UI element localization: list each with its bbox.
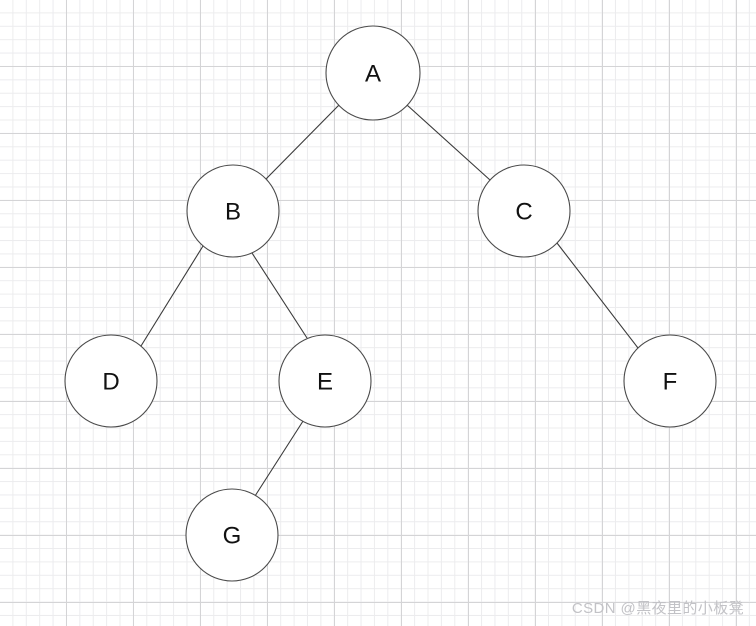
tree-edge-a-b <box>265 104 340 180</box>
node-circle-c[interactable] <box>477 164 571 258</box>
node-label-e: E <box>317 369 333 396</box>
tree-edge-b-d <box>140 245 204 347</box>
tree-node-e[interactable]: E <box>278 334 372 428</box>
node-circle-d[interactable] <box>64 334 158 428</box>
node-label-f: F <box>663 369 678 396</box>
tree-node-d[interactable]: D <box>64 334 158 428</box>
tree-node-f[interactable]: F <box>623 334 717 428</box>
node-label-b: B <box>225 199 241 226</box>
tree-edge-c-f <box>556 242 639 349</box>
tree-node-a[interactable]: A <box>325 25 421 121</box>
watermark-text: CSDN @黑夜里的小板凳 <box>571 600 744 617</box>
tree-edge-e-g <box>254 417 306 497</box>
node-label-c: C <box>515 199 532 226</box>
node-circle-g[interactable] <box>185 488 279 582</box>
node-circle-e[interactable] <box>278 334 372 428</box>
node-label-g: G <box>223 523 242 550</box>
tree-edge-a-c <box>406 104 491 181</box>
node-circle-a[interactable] <box>325 25 421 121</box>
node-circle-f[interactable] <box>623 334 717 428</box>
tree-node-g[interactable]: G <box>185 488 279 582</box>
tree-node-b[interactable]: B <box>186 164 280 258</box>
tree-node-c[interactable]: C <box>477 164 571 258</box>
tree-nodes: A B C D E F G <box>64 25 717 582</box>
node-label-d: D <box>102 369 119 396</box>
tree-edges <box>140 104 639 497</box>
node-label-a: A <box>365 61 381 88</box>
node-circle-b[interactable] <box>186 164 280 258</box>
tree-edge-b-e <box>251 252 308 339</box>
